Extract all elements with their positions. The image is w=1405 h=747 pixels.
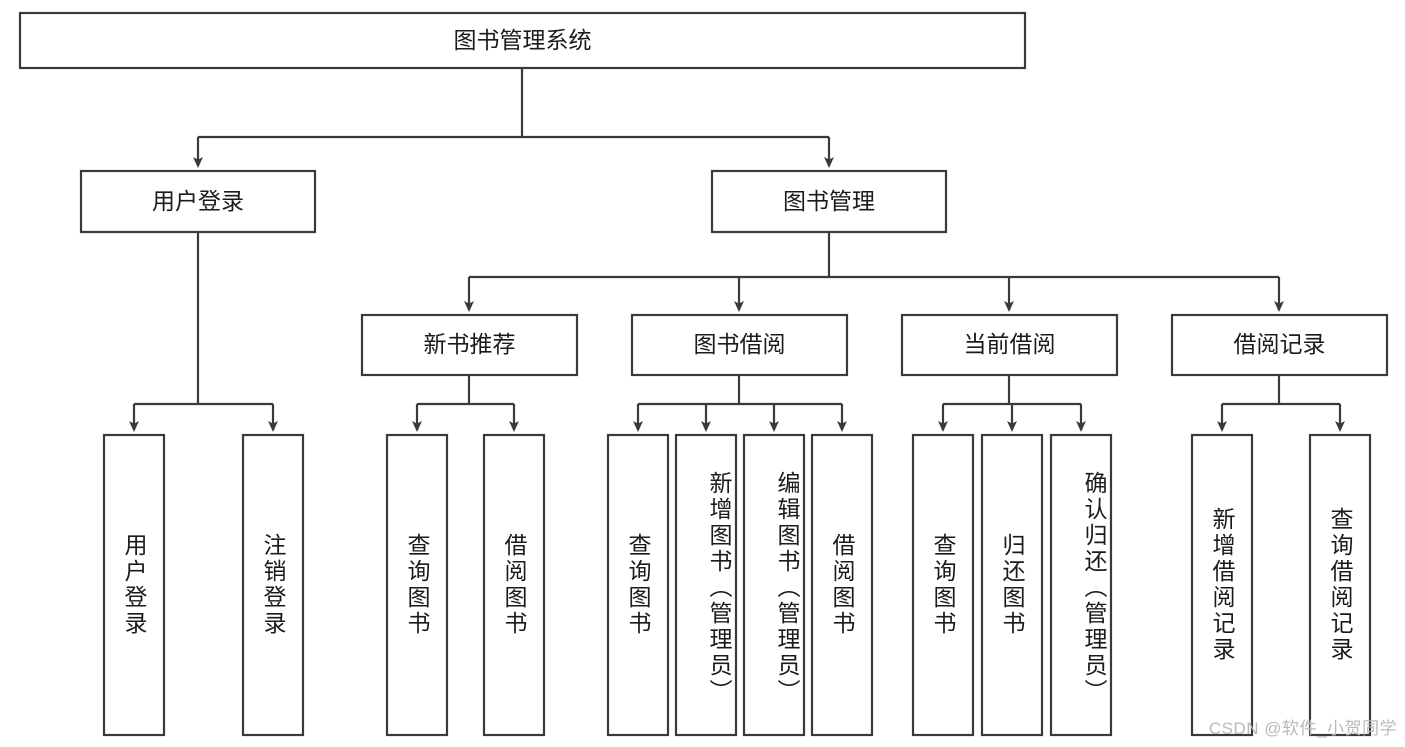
node-box-borrow-record[interactable] xyxy=(1170,313,1389,377)
node-box-leaf-borrow-book-rec[interactable] xyxy=(482,433,546,737)
node-box-current-borrow[interactable] xyxy=(900,313,1119,377)
node-box-leaf-user-login[interactable] xyxy=(102,433,166,737)
node-box-root[interactable] xyxy=(18,11,1027,70)
node-box-leaf-edit-book-admin[interactable] xyxy=(742,433,806,737)
node-box-leaf-query-book-borrow[interactable] xyxy=(606,433,670,737)
node-box-user-login[interactable] xyxy=(79,169,317,234)
node-box-leaf-add-borrow-record[interactable] xyxy=(1190,433,1254,737)
node-box-leaf-query-book-current[interactable] xyxy=(911,433,975,737)
node-box-leaf-query-borrow-record[interactable] xyxy=(1308,433,1372,737)
node-box-leaf-add-book-admin[interactable] xyxy=(674,433,738,737)
node-box-book-management[interactable] xyxy=(710,169,948,234)
csdn-watermark: CSDN @软件_小贺同学 xyxy=(1208,719,1397,738)
node-box-leaf-confirm-return-admin[interactable] xyxy=(1049,433,1113,737)
node-box-leaf-user-logout[interactable] xyxy=(241,433,305,737)
node-box-leaf-query-book-rec[interactable] xyxy=(385,433,449,737)
node-box-new-book-recommend[interactable] xyxy=(360,313,579,377)
node-box-book-borrow[interactable] xyxy=(630,313,849,377)
node-box-leaf-return-book[interactable] xyxy=(980,433,1044,737)
node-box-leaf-borrow-book[interactable] xyxy=(810,433,874,737)
